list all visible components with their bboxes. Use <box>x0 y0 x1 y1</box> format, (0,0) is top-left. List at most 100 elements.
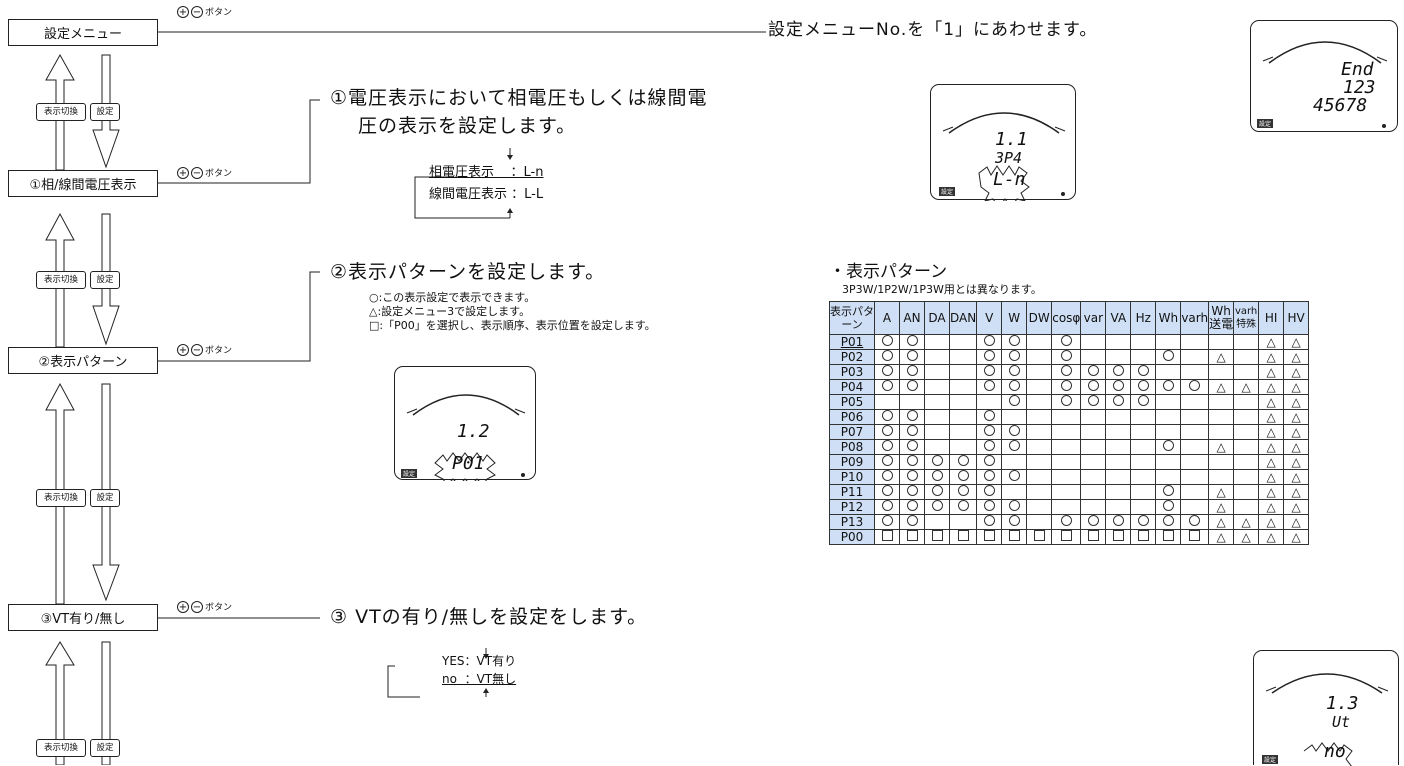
table-cell <box>1001 454 1028 470</box>
triangle-icon: △ <box>1266 365 1276 379</box>
triangle-icon: △ <box>1291 380 1301 394</box>
table-cell <box>1233 469 1260 485</box>
table-cell <box>899 529 925 545</box>
table-cell <box>948 364 978 380</box>
table-cell <box>1026 409 1053 425</box>
table-cell <box>976 439 1003 455</box>
circle-icon <box>1087 380 1099 391</box>
circle-icon <box>1162 500 1174 511</box>
circle-icon <box>1162 440 1174 451</box>
table-cell <box>924 349 950 365</box>
table-cell <box>1026 379 1053 395</box>
table-cell <box>1051 469 1082 485</box>
table-cell <box>1130 409 1157 425</box>
table-cell <box>874 394 900 410</box>
table-cell: △ <box>1233 514 1260 530</box>
table-cell: △ <box>1258 349 1285 365</box>
lcd-line3: 45678 <box>1313 95 1368 116</box>
table-cell <box>1233 364 1260 380</box>
table-cell <box>1233 409 1260 425</box>
plus-icon: + <box>177 166 189 179</box>
minus-icon: − <box>191 600 203 613</box>
circle-icon <box>881 380 893 391</box>
square-icon <box>1008 530 1020 541</box>
table-cell <box>1051 334 1082 350</box>
table-cell: △ <box>1258 454 1285 470</box>
option-vt-no: no ：VT無し <box>442 672 517 686</box>
lcd-display-pattern: 1.2 P01 設定 <box>394 366 536 481</box>
table-cell <box>1051 394 1082 410</box>
table-cell <box>1233 484 1260 500</box>
option-desc: VT無し <box>476 672 517 686</box>
triangle-icon: △ <box>1266 500 1276 514</box>
table-cell <box>1051 349 1082 365</box>
circle-icon <box>957 485 969 496</box>
table-cell <box>1155 514 1182 530</box>
table-cell <box>1105 499 1132 515</box>
table-cell <box>1001 469 1028 485</box>
row-label: P13 <box>829 514 875 530</box>
menu-vt-label: ③VT有り/無し <box>40 612 126 627</box>
option-name: no <box>442 672 457 686</box>
toggle-display-label: 表示切換 <box>36 739 86 757</box>
table-cell <box>1001 334 1028 350</box>
menu-setting-label: 設定メニュー <box>43 27 122 42</box>
toggle-display-label: 表示切換 <box>36 489 86 507</box>
circle-icon <box>906 455 918 466</box>
table-cell: △ <box>1208 529 1235 545</box>
toggle-display-label: 表示切換 <box>36 271 86 289</box>
table-cell <box>874 514 900 530</box>
circle-icon <box>881 410 893 421</box>
table-cell <box>1105 514 1132 530</box>
table-cell <box>1130 439 1157 455</box>
table-cell: △ <box>1283 424 1310 440</box>
table-cell <box>1233 349 1260 365</box>
option-desc: VT有り <box>476 654 517 668</box>
table-cell <box>1233 439 1260 455</box>
square-icon <box>931 530 943 541</box>
table-cell <box>1001 349 1028 365</box>
table-cell <box>874 454 900 470</box>
table-cell <box>1130 424 1157 440</box>
lcd-display-end: End 123 45678 設定 <box>1250 20 1398 132</box>
circle-icon <box>1137 515 1149 526</box>
table-cell <box>874 529 900 545</box>
setting-label: 設定 <box>90 271 120 289</box>
table-row: P04△△△△ <box>829 379 1310 395</box>
row-label: P12 <box>829 499 875 515</box>
table-cell <box>1130 454 1157 470</box>
circle-icon <box>983 350 995 361</box>
table-cell <box>1155 409 1182 425</box>
circle-icon <box>906 440 918 451</box>
button-suffix: ボタン <box>205 603 233 613</box>
row-label: P11 <box>829 484 875 500</box>
row-label: P07 <box>829 424 875 440</box>
table-cell <box>948 514 978 530</box>
table-cell <box>1155 424 1182 440</box>
table-cell <box>1080 454 1107 470</box>
menu-voltage-label: ①相/線間電圧表示 <box>29 178 137 193</box>
triangle-icon: △ <box>1291 470 1301 484</box>
table-cell <box>924 514 950 530</box>
table-cell <box>1001 394 1028 410</box>
option-line-voltage: 線間電圧表示 ：L-L <box>429 187 544 202</box>
option-vt-yes: YES：VT有り <box>442 654 517 668</box>
table-cell <box>948 409 978 425</box>
table-cell <box>1080 469 1107 485</box>
table-cell: △ <box>1283 454 1310 470</box>
table-cell <box>1001 484 1028 500</box>
table-cell <box>1180 409 1210 425</box>
column-header: cosφ <box>1051 301 1082 335</box>
circle-icon <box>983 380 995 391</box>
table-cell <box>1080 424 1107 440</box>
table-cell: △ <box>1258 529 1285 545</box>
table-cell <box>1080 499 1107 515</box>
table-cell <box>1180 334 1210 350</box>
circle-icon <box>881 500 893 511</box>
table-cell <box>976 424 1003 440</box>
circle-icon <box>1008 470 1020 481</box>
table-cell <box>1155 439 1182 455</box>
step1-text-line2: 圧の表示を設定します。 <box>358 115 577 137</box>
circle-icon <box>1060 335 1072 346</box>
